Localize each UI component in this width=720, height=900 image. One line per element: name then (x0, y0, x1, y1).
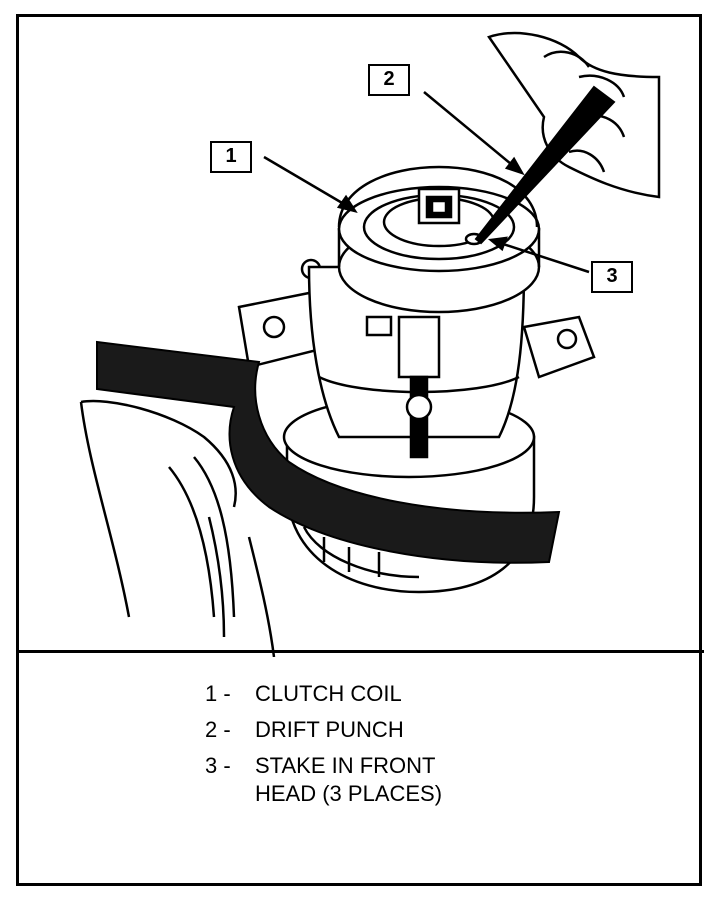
legend-item: 2 - DRIFT PUNCH (205, 716, 442, 744)
legend-item: 3 - STAKE IN FRONT HEAD (3 PLACES) (205, 752, 442, 808)
callout-2: 2 (368, 64, 410, 96)
figure-frame: 1 2 3 (16, 14, 702, 886)
leader-lines (263, 91, 590, 274)
legend: 1 - CLUTCH COIL 2 - DRIFT PUNCH 3 - STAK… (205, 680, 442, 816)
legend-text: CLUTCH COIL (255, 681, 402, 706)
engine-block-outline (79, 399, 276, 657)
legend-item: 1 - CLUTCH COIL (205, 680, 442, 708)
legend-divider (16, 650, 704, 653)
callout-3: 3 (591, 261, 633, 293)
drift-punch-tool (474, 85, 616, 245)
legend-marker: 2 - (205, 717, 231, 742)
compressor-illustration (79, 31, 661, 657)
callout-1: 1 (210, 141, 252, 173)
clutch-coil-assembly (337, 165, 541, 314)
legend-text: STAKE IN FRONT HEAD (3 PLACES) (255, 753, 443, 806)
support-strap (96, 340, 561, 564)
legend-marker: 1 - (205, 681, 231, 706)
legend-marker: 3 - (205, 753, 231, 778)
legend-text: DRIFT PUNCH (255, 717, 404, 742)
